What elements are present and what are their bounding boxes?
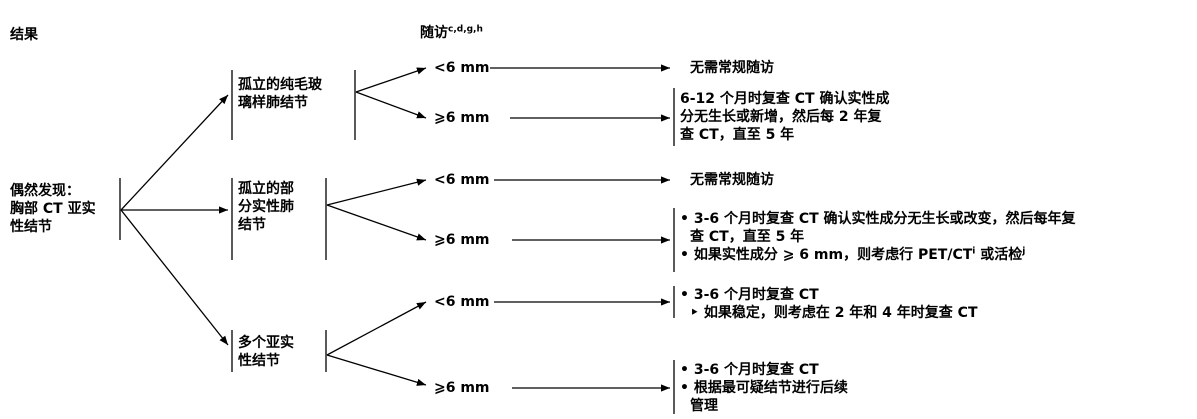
- outcome-line: 分无生长或新增，然后每 2 年复: [680, 109, 882, 125]
- arrow-branch1-small: [355, 67, 427, 93]
- root-node: 偶然发现： 胸部 CT 亚实 性结节: [10, 182, 96, 236]
- arrow-branch1-large: [355, 91, 427, 119]
- branch2-large-outcome: • 3-6 个月时复查 CT 确认实性成分无生长或改变，然后每年复 查 CT，直…: [680, 210, 1076, 264]
- arrow-root-to-branch3: [120, 209, 229, 346]
- branch-line: 孤立的纯毛玻: [238, 77, 322, 93]
- outcome-line: 无需常规随访: [690, 60, 774, 76]
- branch2-small-outcome: 无需常规随访: [690, 171, 774, 189]
- branch-line: 孤立的部: [238, 181, 294, 197]
- branch2-small-label: <6 mm: [434, 172, 490, 188]
- outcome-text: • 如果实性成分 ⩾ 6 mm，则考虑行 PET/CT: [680, 247, 973, 263]
- outcome-line: • 如果实性成分 ⩾ 6 mm，则考虑行 PET/CTi 或活检j: [680, 246, 1076, 264]
- outcome-line: 管理: [690, 398, 718, 414]
- root-line: 偶然发现：: [10, 183, 80, 199]
- branch1-large-outcome: 6-12 个月时复查 CT 确认实性成 分无生长或新增，然后每 2 年复 查 C…: [680, 90, 889, 144]
- footnote-sup: j: [1022, 246, 1026, 257]
- branch2-node: 孤立的部 分实性肺 结节: [238, 180, 294, 234]
- branch-line: 分实性肺: [238, 199, 294, 215]
- branch-line: 璃样肺结节: [238, 95, 308, 111]
- branch-line: 性结节: [238, 353, 280, 369]
- result-header: 结果: [10, 27, 38, 43]
- followup-header-text: 随访: [420, 25, 448, 41]
- outcome-line: 查 CT，直至 5 年: [680, 127, 795, 143]
- arrow-branch2-large: [326, 204, 427, 241]
- outcome-line: ‣ 如果稳定，则考虑在 2 年和 4 年时复查 CT: [690, 305, 978, 321]
- branch-line: 结节: [238, 217, 266, 233]
- arrow-branch3-small: [326, 301, 427, 356]
- outcome-line: • 3-6 个月时复查 CT: [680, 362, 819, 378]
- outcome-line: 无需常规随访: [690, 172, 774, 188]
- root-line: 性结节: [10, 219, 52, 235]
- branch3-small-label: <6 mm: [434, 294, 490, 310]
- branch3-node: 多个亚实 性结节: [238, 334, 294, 370]
- branch3-large-label: ⩾6 mm: [434, 380, 490, 396]
- arrow-root-to-branch1: [120, 94, 229, 211]
- outcome-line: • 3-6 个月时复查 CT: [680, 287, 819, 303]
- branch1-small-label: <6 mm: [434, 60, 490, 76]
- branch-line: 多个亚实: [238, 335, 294, 351]
- branch1-large-label: ⩾6 mm: [434, 110, 490, 126]
- arrow-branch2-small: [326, 178, 427, 206]
- branch3-large-outcome: • 3-6 个月时复查 CT • 根据最可疑结节进行后续 管理: [680, 361, 848, 415]
- arrow-branch3-large: [326, 354, 427, 386]
- root-line: 胸部 CT 亚实: [10, 201, 96, 217]
- outcome-line: 查 CT，直至 5 年: [690, 229, 805, 245]
- branch1-node: 孤立的纯毛玻 璃样肺结节: [238, 76, 322, 112]
- followup-header-sup: c,d,g,h: [448, 24, 483, 35]
- branch1-small-outcome: 无需常规随访: [690, 59, 774, 77]
- outcome-text: 或活检: [975, 247, 1023, 263]
- outcome-line: 6-12 个月时复查 CT 确认实性成: [680, 91, 890, 107]
- footnote-sup: i: [972, 246, 976, 257]
- branch2-large-label: ⩾6 mm: [434, 232, 490, 248]
- followup-header: 随访c,d,g,h: [420, 24, 483, 42]
- branch3-small-outcome: • 3-6 个月时复查 CT ‣ 如果稳定，则考虑在 2 年和 4 年时复查 C…: [680, 286, 978, 322]
- outcome-line: • 3-6 个月时复查 CT 确认实性成分无生长或改变，然后每年复: [680, 211, 1076, 227]
- outcome-line: • 根据最可疑结节进行后续: [680, 380, 848, 396]
